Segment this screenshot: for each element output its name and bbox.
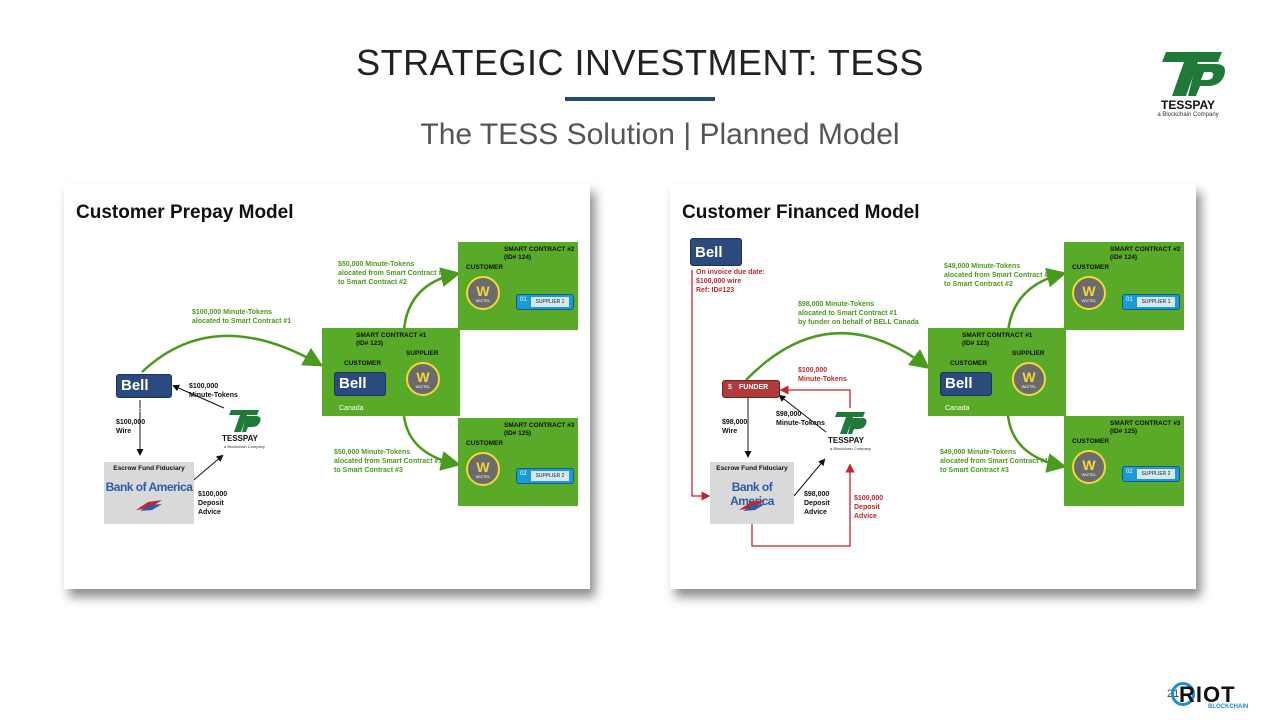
slide-subtitle: The TESS Solution | Planned Model bbox=[420, 118, 900, 151]
riot-blockchain-logo: RIOT BLOCKCHAIN bbox=[1168, 682, 1268, 716]
funder-box: $ FUNDER bbox=[722, 380, 780, 398]
panel-title: Customer Prepay Model bbox=[76, 202, 294, 223]
arrow-escrow-to-tesspay bbox=[793, 458, 826, 497]
boa-flag-icon bbox=[136, 500, 162, 511]
arrow-sc1-to-sc2 bbox=[1006, 267, 1067, 333]
arrow-escrow-to-tesspay bbox=[188, 454, 224, 485]
bell-canada-logo: Bell Canada bbox=[940, 372, 992, 412]
arrow-escrow-to-tesspay-red bbox=[751, 463, 855, 547]
prepay-arrows bbox=[136, 267, 461, 485]
riot-ring-icon bbox=[1171, 682, 1195, 706]
arrow-sc1-to-sc3 bbox=[1006, 415, 1067, 473]
funder-icon: $ bbox=[728, 384, 732, 391]
financed-model-panel: Customer Financed Model Bell Canada On i… bbox=[670, 184, 1196, 589]
tp-mark-icon bbox=[835, 412, 867, 434]
smart-contract-1: SMART CONTRACT #1(ID# 123) CUSTOMER SUPP… bbox=[322, 328, 460, 416]
arrow-tesspay-to-bell bbox=[172, 384, 225, 409]
arrow-tesspay-to-funder bbox=[778, 394, 827, 433]
title-underline bbox=[565, 97, 715, 101]
tesspay-small-logo: TESSPAY a Blockchain Company bbox=[220, 408, 270, 456]
tesspay-small-logo: TESSPAY a Blockchain Company bbox=[826, 410, 876, 458]
bell-canada-logo: Bell Canada bbox=[690, 238, 742, 287]
financed-arrows bbox=[691, 267, 1067, 547]
prepay-model-panel: Customer Prepay Model Bell Canada $100,0… bbox=[64, 184, 590, 589]
slide-title: STRATEGIC INVESTMENT: TESS bbox=[356, 42, 924, 83]
arrow-sc1-to-sc3 bbox=[402, 415, 461, 471]
arrow-sc1-to-sc2 bbox=[402, 267, 461, 330]
bell-canada-logo: Bell Canada bbox=[116, 374, 172, 414]
arrow-bell-to-escrow-red bbox=[691, 270, 711, 501]
arrow-funder-to-sc1 bbox=[745, 331, 931, 381]
bell-canada-logo: Bell Canada bbox=[334, 372, 386, 412]
tesspay-logo: TESSPAY a Blockchain Company bbox=[1146, 44, 1230, 124]
arrow-tesspay-to-funder-red bbox=[779, 385, 851, 408]
boa-flag-icon bbox=[739, 500, 765, 511]
smart-contract-1: SMART CONTRACT #1(ID# 123) CUSTOMER SUPP… bbox=[928, 328, 1066, 416]
bank-of-america-logo: Bank of America bbox=[105, 480, 193, 494]
escrow-box: Escrow Fund Fiduciary Bank of America bbox=[710, 462, 794, 524]
tp-mark-icon bbox=[229, 410, 261, 432]
panel-title: Customer Financed Model bbox=[682, 202, 920, 223]
brand-name: TESSPAY bbox=[1160, 98, 1216, 112]
tp-mark-icon bbox=[1162, 52, 1225, 96]
brand-tagline: a Blockchain Company bbox=[1157, 112, 1219, 118]
escrow-box: Escrow Fund Fiduciary Bank of America bbox=[104, 462, 194, 524]
arrow-bell-to-sc1 bbox=[141, 334, 324, 373]
